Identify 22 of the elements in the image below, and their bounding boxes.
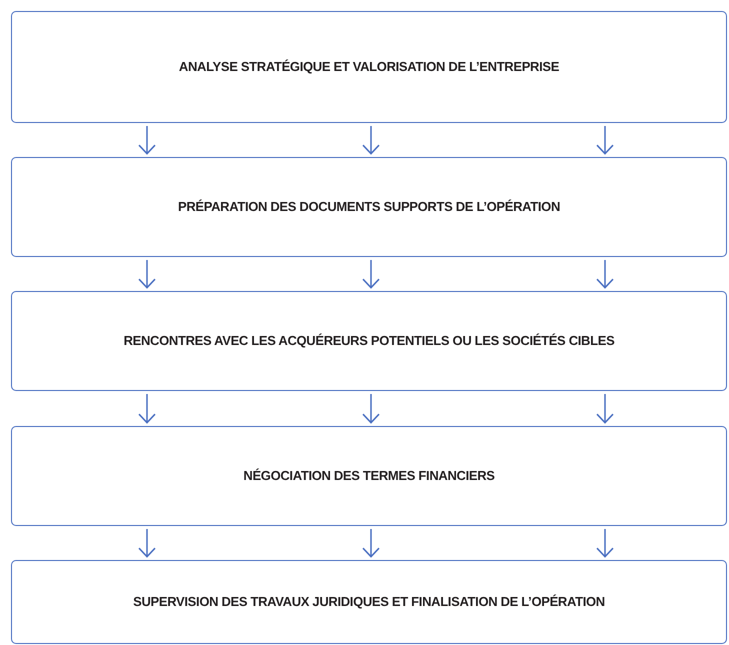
- arrow: [362, 260, 380, 288]
- arrow: [138, 529, 156, 558]
- arrow: [596, 529, 614, 558]
- step-title: NÉGOCIATION DES TERMES FINANCIERS: [243, 467, 495, 486]
- arrow: [138, 126, 156, 154]
- arrow: [596, 394, 614, 424]
- arrow: [362, 394, 380, 424]
- process-box: [11, 11, 727, 123]
- process-box: [11, 157, 727, 257]
- step-title: PRÉPARATION DES DOCUMENTS SUPPORTS DE L’OPÉRATION: [178, 198, 560, 216]
- step-title: ANALYSE STRATÉGIQUE ET VALORISATION DE L’ENTREPRISE: [178, 58, 560, 76]
- process-box: [11, 291, 727, 391]
- arrow: [596, 126, 614, 154]
- step-title: SUPERVISION DES TRAVAUX JURIDIQUES ET FINALISATION DE L’OPÉRATION: [133, 593, 605, 612]
- arrow: [362, 529, 380, 558]
- process-box: [11, 560, 727, 644]
- arrow: [596, 260, 614, 288]
- arrow: [138, 394, 156, 424]
- arrow: [362, 126, 380, 154]
- process-box: [11, 426, 727, 526]
- arrow: [138, 260, 156, 288]
- step-title: RENCONTRES AVEC LES ACQUÉREURS POTENTIELS OU LES SOCIÉTÉS CIBLES: [124, 332, 614, 350]
